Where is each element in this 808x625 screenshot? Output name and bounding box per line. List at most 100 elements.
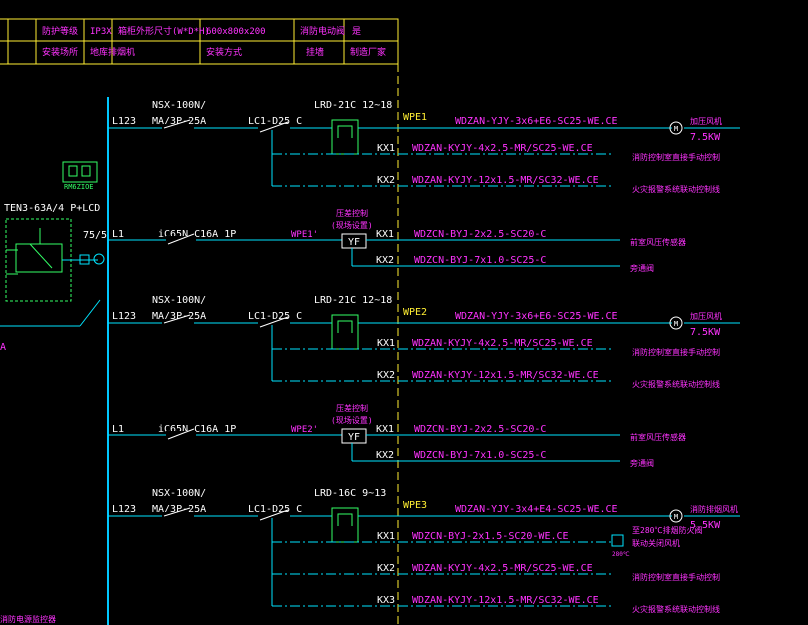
motor-power-1: 7.5KW [690,327,721,338]
ats-transfer-box [15,243,63,273]
aux-circuit-id-0: WPE1' [291,230,318,240]
header-cell-r1-0: 防护等级 [42,25,78,37]
breaker-gap-1 [162,319,194,327]
breaker-gap-2 [162,512,194,520]
contactor-label-0: LC1-D25 C [248,116,302,127]
breaker-gap-0 [162,124,194,132]
bottom-label: 消防电源监控器 [0,614,56,624]
circuit-id-1: WPE2 [403,307,427,318]
header-cell-r2-0: 安装场所 [42,46,78,58]
smoke-damper-box-2 [611,534,624,547]
yf-caption-1-1: 压差控制 [336,403,368,413]
motor-label-1: 加压风机 [690,311,722,321]
aux-breaker-label-1: iC65N C16A 1P [158,424,236,435]
breaker-label-2-0: MA/3P-25A [152,116,206,127]
control-dest-0-1: 火灾报警系统联动控制线 [632,184,720,194]
aux-dest-0-1: 旁通阀 [630,263,654,273]
aux-dest-1-0: 前室风压传感器 [630,432,686,442]
meter-window-left [68,165,78,177]
contactor-gap-2 [258,512,290,520]
circuit-id-2: WPE3 [403,500,427,511]
control-cable-0-0: WDZAN-KYJY-4x2.5-MR/SC25-WE.CE [412,143,593,154]
yf-label-0: YF [348,237,360,248]
header-cell-r1-4: 消防电动阀 [300,25,345,37]
control-cable-1-1: WDZAN-KYJY-12x1.5-MR/SC32-WE.CE [412,370,599,381]
aux-line-id-1-1: KX2 [376,450,394,461]
yf-controller-box-0 [341,233,367,249]
contactor-gap-0 [258,124,290,132]
breaker-label-2-1: MA/3P-25A [152,311,206,322]
ats-label: TEN3-63A/4 P+LCD [4,203,100,214]
contactor-contact-0 [259,121,289,133]
aux-breaker-gap-1 [166,431,196,439]
relay-label-1: LRD-21C 12~18 [314,295,392,306]
aux-dest-1-1: 旁通阀 [630,458,654,468]
aux-bus-label-0: L1 [112,229,124,240]
control-cable-0-1: WDZAN-KYJY-12x1.5-MR/SC32-WE.CE [412,175,599,186]
control-cable-2-1: WDZAN-KYJY-4x2.5-MR/SC25-WE.CE [412,563,593,574]
damper-box-label-2: 280℃ [612,551,630,558]
header-cell-r1-1: IP3X [90,27,112,37]
thermal-relay-box-2 [331,507,359,543]
aux-cable-0-0: WDZCN-BYJ-2x2.5-SC20-C [414,229,546,240]
breaker-label-1-1: NSX-100N/ [152,295,206,306]
control-cable-1-0: WDZAN-KYJY-4x2.5-MR/SC25-WE.CE [412,338,593,349]
motor-icon-0-glyph: M [674,125,678,133]
feeder-bus-label-1: L123 [112,311,136,322]
ct-terminal-box [79,254,90,265]
contactor-contact-1 [259,316,289,328]
thermal-relay-element-0 [337,125,353,138]
control-id-2-0: KX1 [377,531,395,542]
control-dest-2-2: 火灾报警系统联动控制线 [632,604,720,614]
motor-label-0: 加压风机 [690,116,722,126]
feeder-cable-0: WDZAN-YJY-3x6+E6-SC25-WE.CE [455,116,618,127]
yf-controller-box-1 [341,428,367,444]
aux-breaker-contact-0 [167,233,195,245]
contactor-contact-2 [259,509,289,521]
ct-label: 75/5 [83,230,107,241]
motor-icon-0 [669,121,683,135]
aux-cable-1-0: WDZCN-BYJ-2x2.5-SC20-C [414,424,546,435]
breaker-label-1-0: NSX-100N/ [152,100,206,111]
breaker-contact-0 [163,119,191,129]
yf-caption-1-0: 压差控制 [336,208,368,218]
control-id-1-1: KX2 [377,370,395,381]
motor-label-2: 消防排烟风机 [690,504,738,514]
aux-breaker-contact-1 [167,428,195,440]
feeder-cable-2: WDZAN-YJY-3x4+E4-SC25-WE.CE [455,504,618,515]
control-id-2-2: KX3 [377,595,395,606]
contactor-label-1: LC1-D25 C [248,311,302,322]
yf-label-1: YF [348,432,360,443]
control-dest-2-0: 至280℃排烟防火阀 [632,525,702,535]
control-dest2-2-0: 联动关闭风机 [632,538,680,548]
aux-line-id-0-0: KX1 [376,229,394,240]
side-label: A [0,342,6,353]
header-cell-r1-5: 是 [352,26,361,37]
aux-line-id-0-1: KX2 [376,255,394,266]
feeder-bus-label-0: L123 [112,116,136,127]
motor-icon-2 [669,509,683,523]
header-cell-r1-2: 箱柜外形尺寸(W*D*H) [118,25,210,37]
aux-line-id-1-0: KX1 [376,424,394,435]
control-dest-2-1: 消防控制室直接手动控制 [632,572,720,582]
thermal-relay-element-1 [337,320,353,333]
panel-return-bend [79,299,101,327]
aux-dest-0-0: 前室风压传感器 [630,237,686,247]
aux-bus-label-1: L1 [112,424,124,435]
aux-cable-1-1: WDZCN-BYJ-7x1.0-SC25-C [414,450,546,461]
header-cell-r2-4: 制造厂家 [350,46,386,58]
motor-power-0: 7.5KW [690,132,721,143]
meter-label: RM6ZIOE [64,183,94,191]
header-cell-r2-1: 地库排烟机 [90,46,135,58]
aux-circuit-id-1: WPE2' [291,425,318,435]
header-cell-r1-3: 600x800x200 [206,27,266,37]
aux-cable-0-1: WDZCN-BYJ-7x1.0-SC25-C [414,255,546,266]
yf-caption-2-1: (现场设置) [331,415,373,425]
relay-label-0: LRD-21C 12~18 [314,100,392,111]
motor-icon-1 [669,316,683,330]
thermal-relay-box-0 [331,119,359,155]
feeder-bus-label-2: L123 [112,504,136,515]
control-dest-0-0: 消防控制室直接手动控制 [632,152,720,162]
motor-power-2: 5.5KW [690,520,721,531]
